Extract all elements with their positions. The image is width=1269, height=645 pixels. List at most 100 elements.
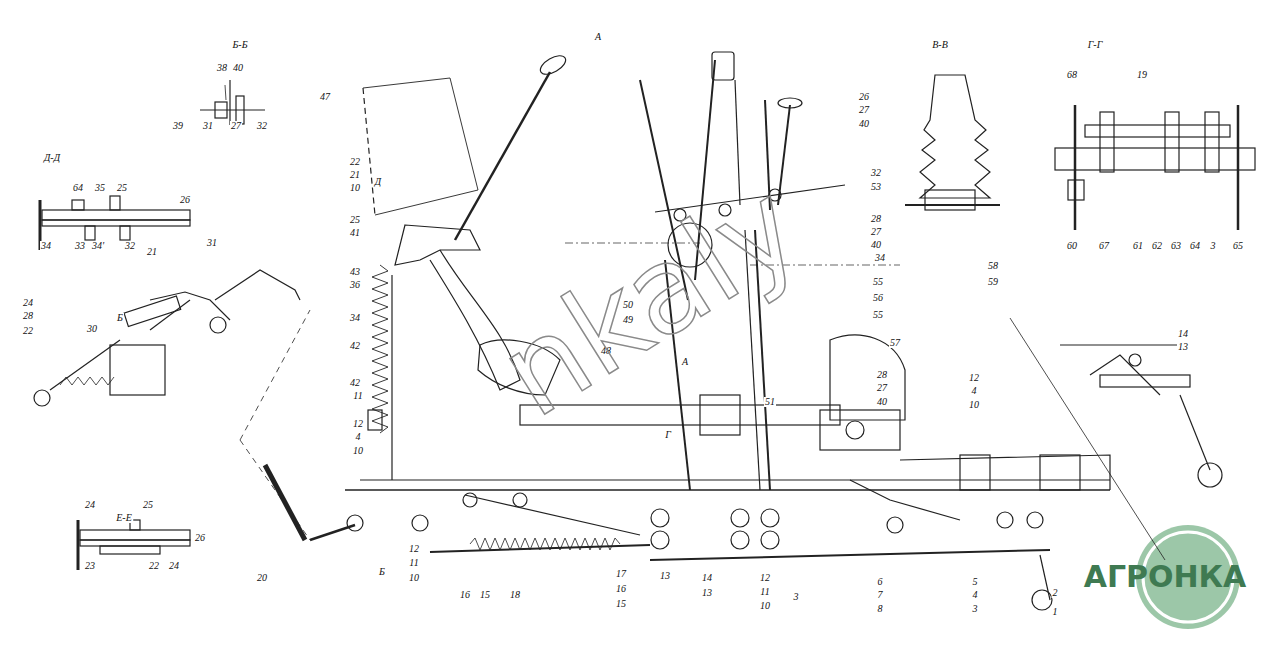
callout-number: 57	[889, 338, 901, 348]
callout-number: 4	[971, 386, 978, 396]
callout-number: 40	[870, 240, 882, 250]
callout-number: Б	[378, 567, 386, 577]
callout-number: 19	[1136, 70, 1148, 80]
callout-number: 25	[142, 500, 154, 510]
callout-number: 55	[872, 310, 884, 320]
callout-number: 11	[352, 391, 363, 401]
callout-number: 18	[509, 590, 521, 600]
callout-number: 34	[40, 241, 52, 251]
callout-number: 25	[116, 183, 128, 193]
callout-number: 13	[659, 571, 671, 581]
callout-number: 15	[615, 599, 627, 609]
callout-number: 47	[319, 92, 331, 102]
callout-number: 42	[349, 341, 361, 351]
callout-number: 63	[1170, 241, 1182, 251]
callout-number: Б	[116, 313, 124, 323]
callout-number: 67	[1098, 241, 1110, 251]
callout-number: 14	[701, 573, 713, 583]
callout-number: 51	[764, 397, 776, 407]
callout-number: 10	[408, 573, 420, 583]
callout-number: 40	[858, 119, 870, 129]
callout-number: 27	[870, 227, 882, 237]
callout-number: 26	[179, 195, 191, 205]
callout-number: Д	[374, 177, 382, 187]
callout-number: 59	[987, 277, 999, 287]
callout-number: 36	[349, 280, 361, 290]
callout-number: 65	[1232, 241, 1244, 251]
section-gg	[1055, 105, 1255, 230]
callout-number: 3	[1210, 241, 1217, 251]
callout-number: В-В	[931, 40, 949, 50]
callout-number: 31	[202, 121, 214, 131]
section-ee	[78, 520, 190, 570]
callout-number: 21	[349, 170, 361, 180]
callout-number: 7	[877, 590, 884, 600]
callout-number: 28	[876, 370, 888, 380]
callout-number: 64	[72, 183, 84, 193]
callout-number: 11	[408, 558, 419, 568]
callout-number: 11	[759, 587, 770, 597]
callout-number: 8	[877, 604, 884, 614]
callout-number: 2	[1052, 588, 1059, 598]
callout-number: 12	[968, 373, 980, 383]
callout-number: 31	[206, 238, 218, 248]
callout-number: 17	[615, 569, 627, 579]
callout-number: 26	[858, 92, 870, 102]
callout-number: 27	[230, 121, 242, 131]
callout-number: Б-Б	[231, 40, 248, 50]
callout-number: 34	[874, 253, 886, 263]
callout-number: 16	[459, 590, 471, 600]
callout-number: 26	[194, 533, 206, 543]
callout-number: 24	[84, 500, 96, 510]
callout-number: 10	[349, 183, 361, 193]
callout-number: 20	[256, 573, 268, 583]
callout-number: 68	[1066, 70, 1078, 80]
callout-number: 12	[408, 544, 420, 554]
callout-number: 12	[352, 419, 364, 429]
callout-number: 40	[876, 397, 888, 407]
callout-number: 24	[22, 298, 34, 308]
callout-number: 13	[701, 588, 713, 598]
callout-number: 64	[1189, 241, 1201, 251]
callout-number: 38	[216, 63, 228, 73]
callout-number: 25	[349, 215, 361, 225]
callout-number: 28	[22, 311, 34, 321]
watermark: nkaly	[481, 163, 819, 436]
callout-number: А	[681, 357, 689, 367]
callout-number: 42	[349, 378, 361, 388]
section-bb	[200, 80, 265, 125]
callout-number: 61	[1132, 241, 1144, 251]
callout-number: 55	[872, 277, 884, 287]
callout-number: 5	[972, 577, 979, 587]
callout-number: 43	[349, 267, 361, 277]
callout-number: 32	[124, 241, 136, 251]
callout-number: 16	[615, 584, 627, 594]
callout-number: 24	[168, 561, 180, 571]
callout-number: 62	[1151, 241, 1163, 251]
callout-number: 39	[172, 121, 184, 131]
callout-number: 32	[870, 168, 882, 178]
callout-number: 30	[86, 324, 98, 334]
callout-number: 12	[759, 573, 771, 583]
callout-number: 13	[1177, 342, 1189, 352]
callout-number: 10	[759, 601, 771, 611]
callout-number: 4	[972, 590, 979, 600]
callout-number: 33	[74, 241, 86, 251]
callout-number: Г	[664, 430, 672, 440]
callout-number: 6	[877, 577, 884, 587]
callout-number: 10	[968, 400, 980, 410]
callout-number: 21	[146, 247, 158, 257]
callout-number: 22	[22, 326, 34, 336]
section-dd	[34, 196, 300, 406]
callout-number: 3	[793, 592, 800, 602]
callout-number: 41	[349, 228, 361, 238]
callout-number: 4	[355, 432, 362, 442]
watermark-logo: АГРОНКА	[1083, 562, 1248, 592]
callout-number: 60	[1066, 241, 1078, 251]
callout-number: 28	[870, 214, 882, 224]
callout-number: 27	[876, 383, 888, 393]
callout-number: 40	[232, 63, 244, 73]
callout-number: Д-Д	[43, 153, 61, 163]
callout-number: Е-Е	[115, 513, 133, 523]
